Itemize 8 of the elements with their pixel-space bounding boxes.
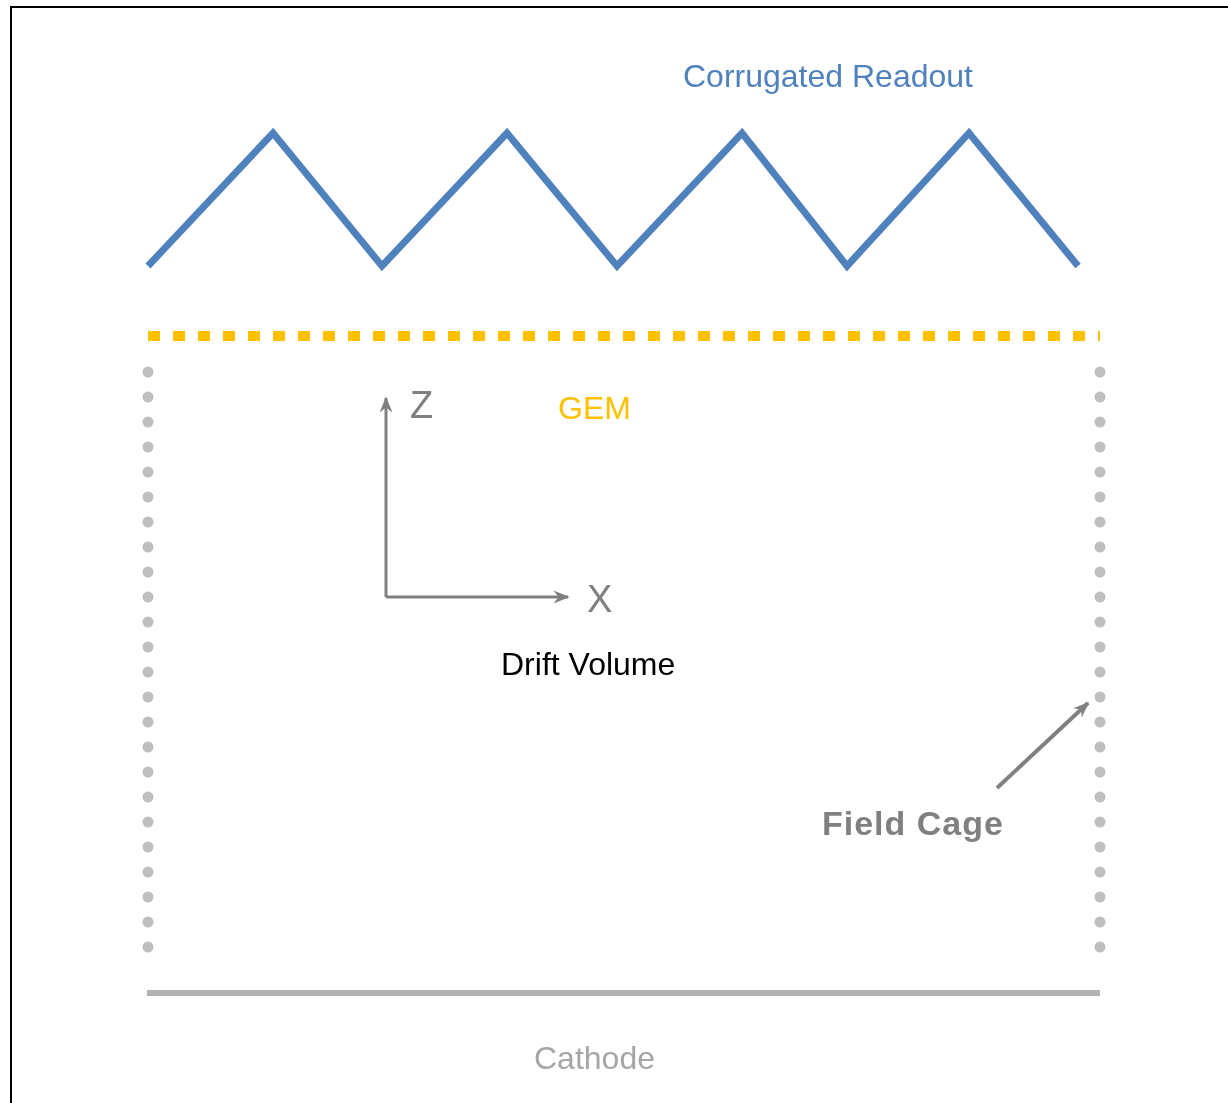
- readout-label: Corrugated Readout: [683, 60, 973, 92]
- axis-label: X: [587, 580, 613, 618]
- callout-label: Field Cage: [822, 806, 1004, 840]
- region-label: Drift Volume: [501, 648, 676, 680]
- axis-label: Z: [410, 386, 434, 424]
- leader-arrow: [995, 701, 1090, 790]
- cathode-label: Cathode: [534, 1042, 655, 1074]
- gem-label: GEM: [558, 392, 631, 424]
